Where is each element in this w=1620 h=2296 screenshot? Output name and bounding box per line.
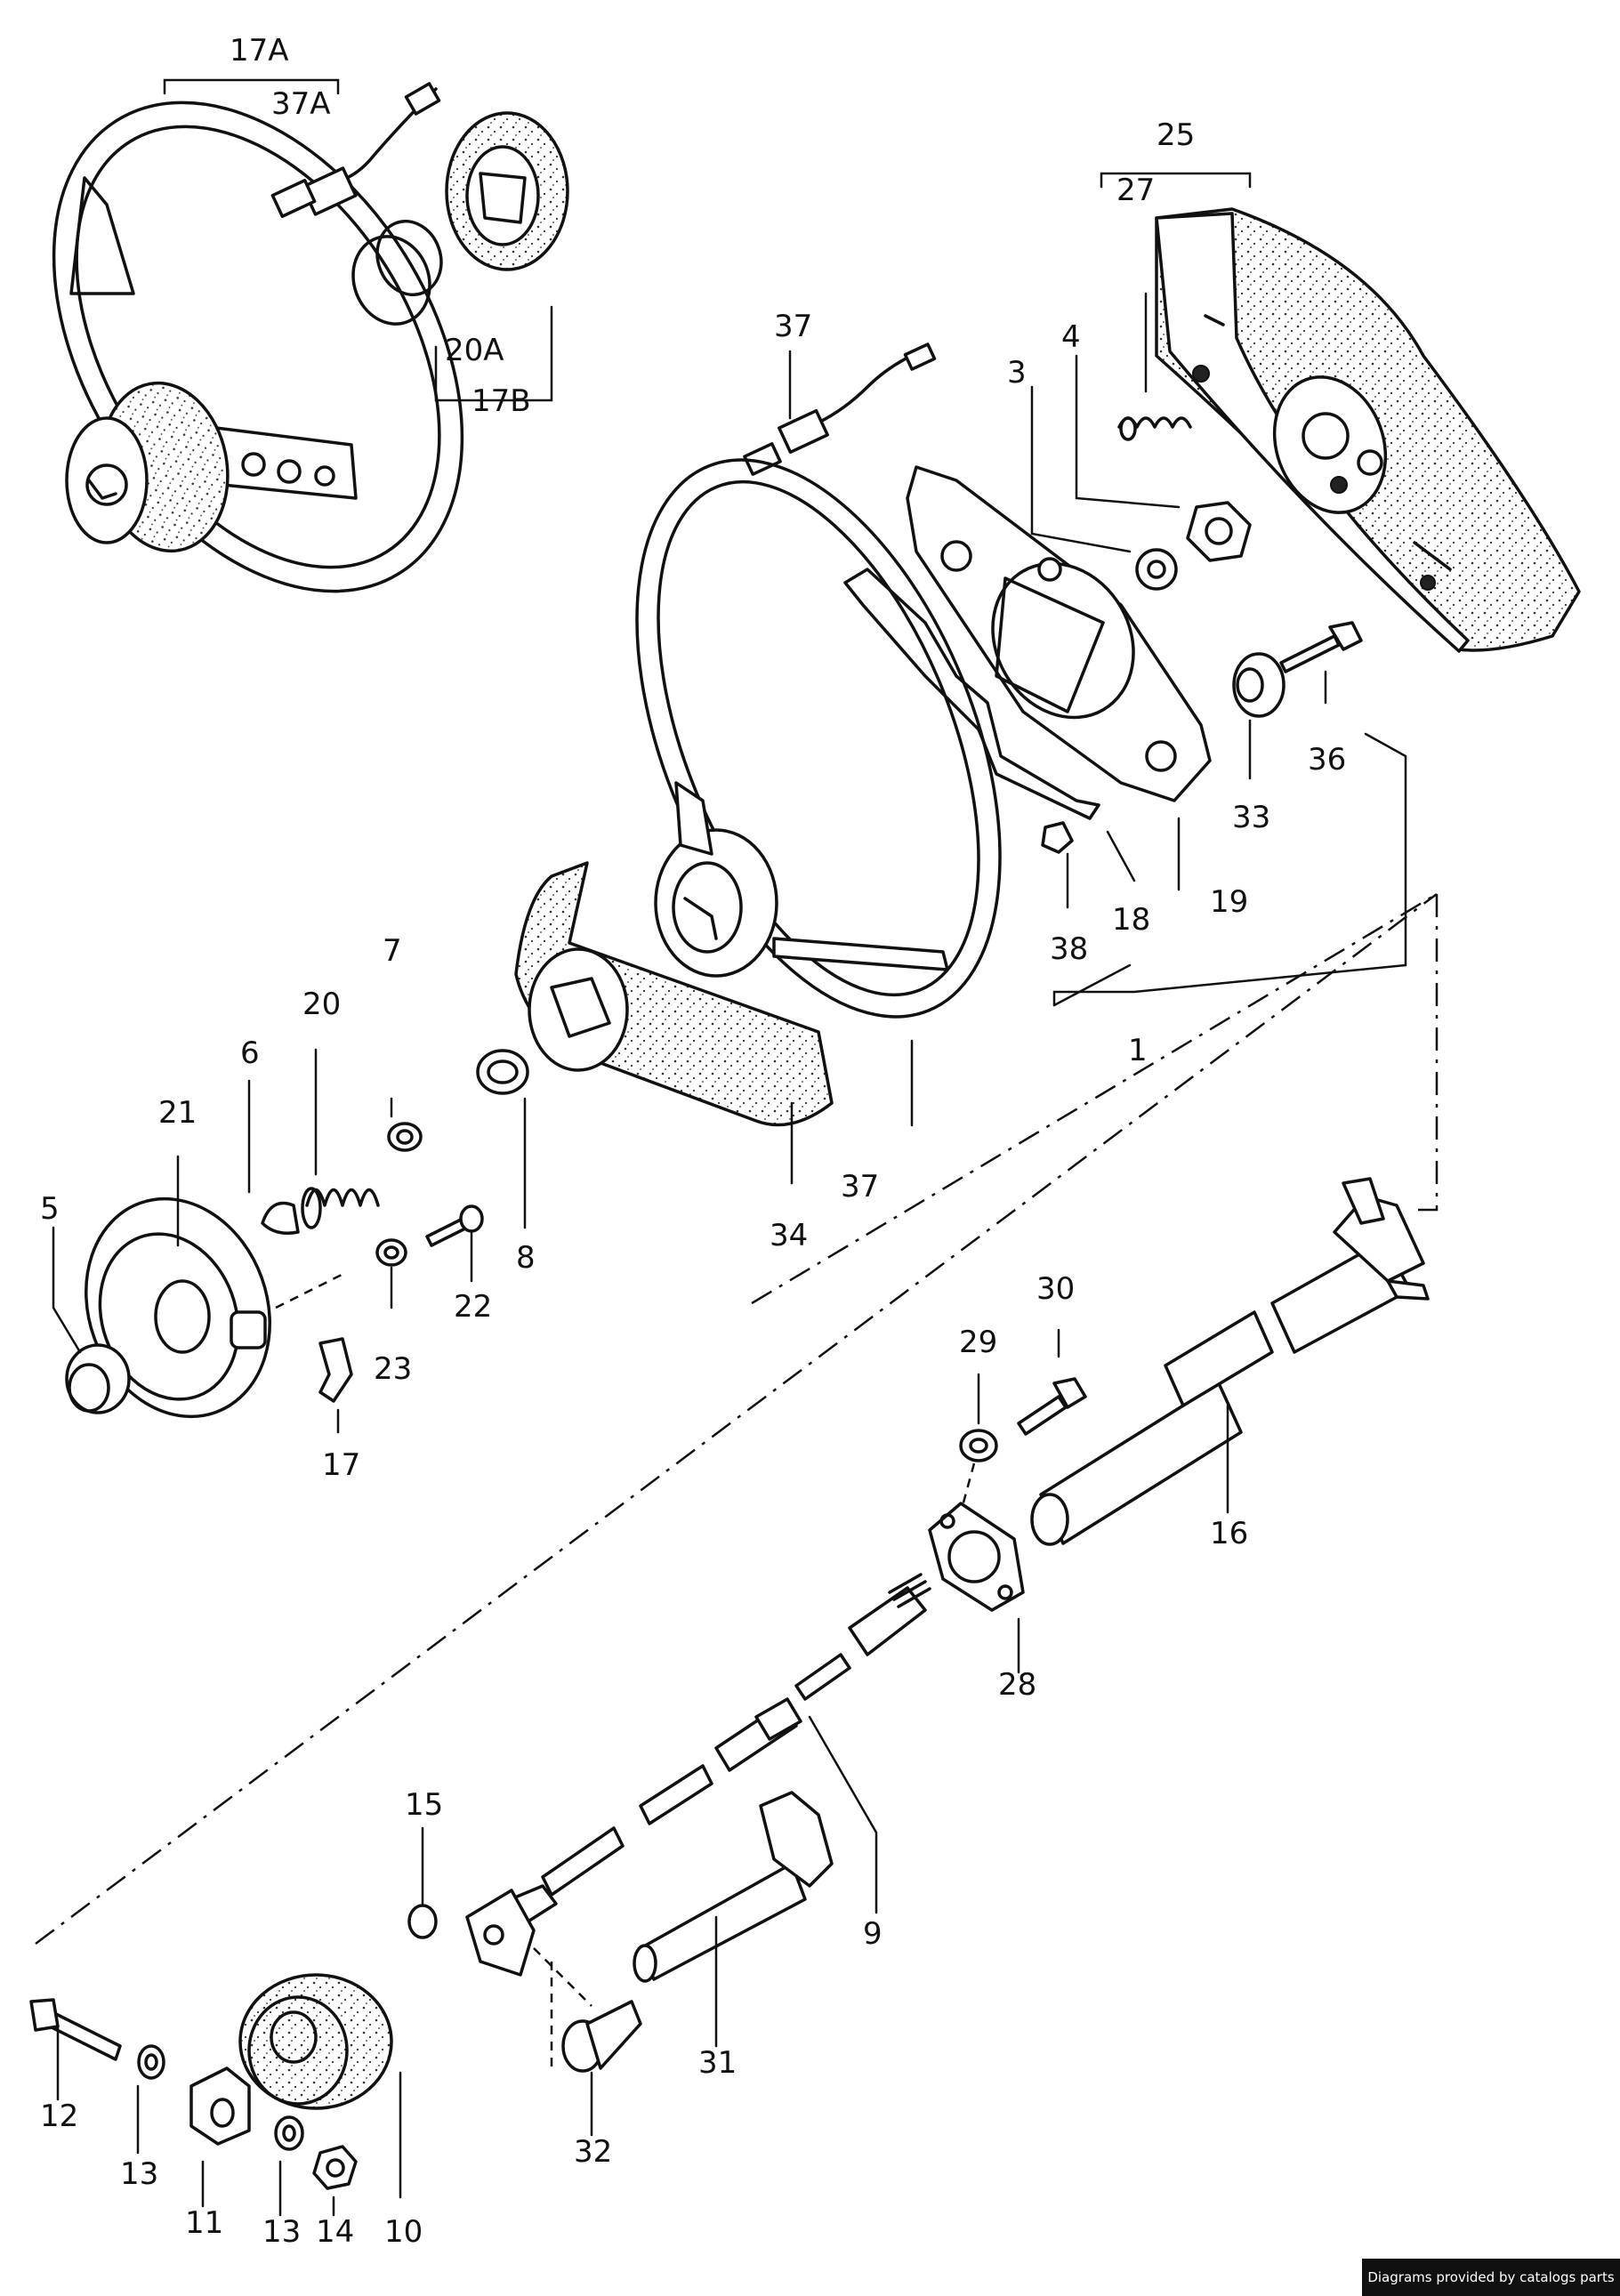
- part-labels: 17A 37A 20A 17B 25 27 37 3 4 36 33 18 19…: [40, 33, 1346, 2250]
- label-22: 22: [454, 1289, 492, 1325]
- bushing-33: [1232, 652, 1286, 718]
- label-37: 37: [774, 309, 812, 344]
- label-17B: 17B: [471, 383, 531, 419]
- steering-shaft-9: [465, 1573, 931, 1977]
- horn-contact-37A: [270, 82, 441, 218]
- washer-13b: [274, 2115, 304, 2151]
- label-37b: 37: [841, 1169, 879, 1204]
- lock-washer-3: [1135, 548, 1178, 591]
- column-tube-16: [1030, 1177, 1430, 1546]
- rubber-boot-10: [238, 1973, 393, 2110]
- contact-strip-18: [843, 568, 1100, 820]
- label-1: 1: [1128, 1033, 1148, 1068]
- label-32: 32: [574, 2134, 612, 2170]
- horn-wire-37: [743, 342, 937, 476]
- washer-23: [375, 1238, 407, 1267]
- label-18: 18: [1112, 902, 1150, 938]
- label-17: 17: [322, 1447, 360, 1483]
- label-10: 10: [384, 2214, 423, 2250]
- label-20A: 20A: [445, 333, 504, 368]
- label-37A: 37A: [271, 86, 331, 122]
- label-5: 5: [40, 1191, 60, 1227]
- bolt-30: [1017, 1377, 1087, 1436]
- label-4: 4: [1061, 319, 1081, 355]
- label-38: 38: [1050, 931, 1088, 967]
- label-21: 21: [158, 1095, 197, 1131]
- label-11: 11: [185, 2205, 223, 2241]
- label-27: 27: [1116, 173, 1155, 208]
- clip-17: [318, 1337, 353, 1403]
- label-17A: 17A: [230, 33, 289, 68]
- nut-38: [1041, 821, 1074, 854]
- bushing-5: [65, 1343, 131, 1414]
- label-19: 19: [1210, 884, 1248, 920]
- washer-7: [387, 1122, 423, 1152]
- clamp-11: [189, 2066, 251, 2146]
- spring-27: [1117, 416, 1192, 441]
- label-15: 15: [405, 1787, 443, 1823]
- label-14: 14: [316, 2214, 354, 2250]
- label-7: 7: [383, 933, 402, 969]
- label-13b: 13: [262, 2214, 301, 2250]
- horn-button-17B: [445, 111, 569, 271]
- label-13: 13: [120, 2156, 158, 2192]
- label-8: 8: [516, 1240, 536, 1276]
- screw-36: [1279, 621, 1363, 673]
- bearing-tube-31: [633, 1791, 834, 1983]
- ring-8: [476, 1049, 529, 1095]
- alignment-line-right: [1410, 894, 1439, 1212]
- label-36: 36: [1308, 742, 1346, 777]
- screw-22: [425, 1204, 484, 1247]
- label-28: 28: [998, 1667, 1036, 1703]
- diagram-credit-badge: Diagrams provided by catalogs parts: [1362, 2259, 1620, 2296]
- label-31: 31: [698, 2045, 737, 2081]
- bushing-32: [561, 2000, 642, 2073]
- trim-cover-25: [1155, 207, 1581, 653]
- label-3: 3: [1007, 355, 1027, 391]
- label-25: 25: [1157, 117, 1195, 153]
- hub-housing-21: [85, 1196, 271, 1419]
- label-16: 16: [1210, 1516, 1248, 1551]
- spring-20A: [351, 220, 443, 326]
- label-30: 30: [1036, 1271, 1075, 1307]
- label-12: 12: [40, 2099, 78, 2134]
- washer-29: [959, 1429, 998, 1462]
- hub-plate-19: [906, 465, 1212, 802]
- pin-15: [407, 1904, 438, 1939]
- label-29: 29: [959, 1325, 997, 1360]
- bolt-12: [29, 1998, 122, 2061]
- label-6: 6: [240, 1035, 260, 1071]
- steering-wheel-upper: [52, 101, 464, 593]
- label-9: 9: [863, 1916, 883, 1952]
- flange-28: [928, 1502, 1025, 1612]
- label-34: 34: [770, 1218, 808, 1253]
- nut-14: [312, 2145, 358, 2190]
- washer-13a: [137, 2044, 165, 2080]
- spring-20: [301, 1187, 380, 1229]
- label-33: 33: [1232, 800, 1270, 835]
- spring-seat-6: [261, 1201, 300, 1235]
- steering-wheel-main: [635, 458, 1002, 1019]
- label-23: 23: [374, 1351, 412, 1387]
- nut-4: [1186, 501, 1252, 562]
- label-20: 20: [302, 987, 341, 1022]
- spoke-cover-34: [514, 861, 834, 1127]
